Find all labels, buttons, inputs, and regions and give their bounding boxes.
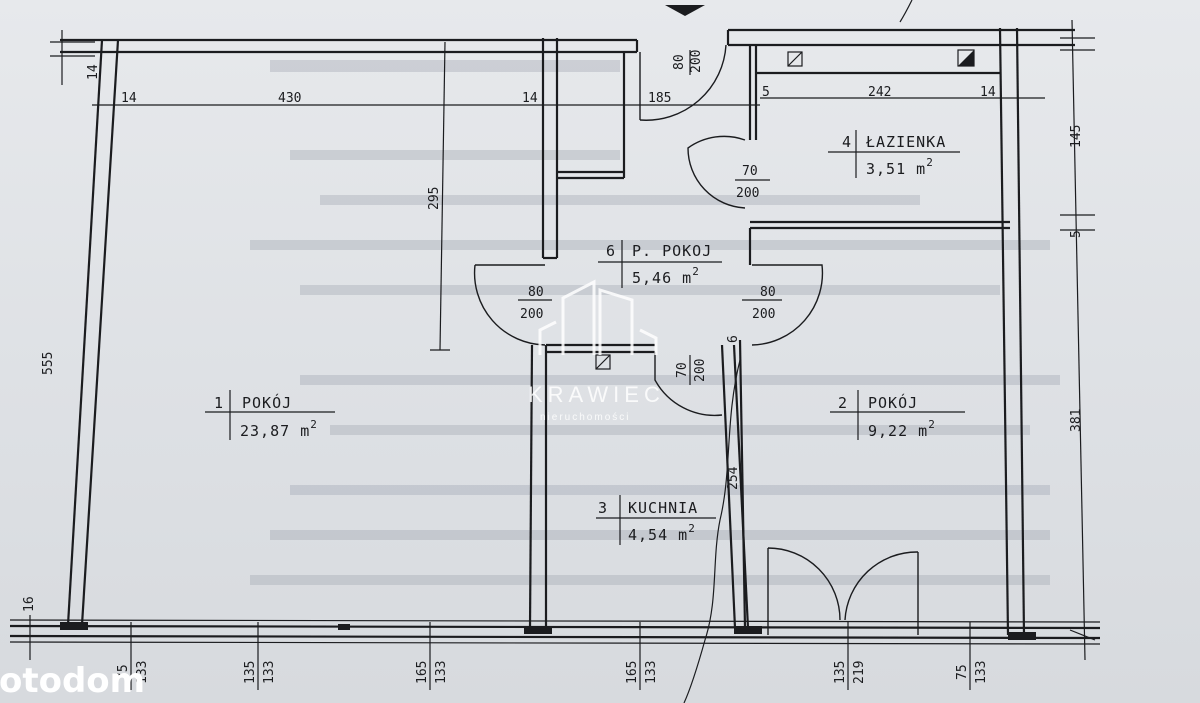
svg-text:200: 200 [520,307,543,322]
svg-text:185: 185 [648,91,671,106]
svg-text:80: 80 [672,54,687,70]
room-label-3: 3 KUCHNIA 4,54 m2 [598,499,698,544]
svg-text:75: 75 [116,664,131,680]
svg-text:70: 70 [675,362,690,378]
svg-text:135: 135 [243,661,258,684]
walls [9,27,1101,645]
svg-text:23,87 m2: 23,87 m2 [240,418,318,440]
room-label-6: 6 P. POKOJ 5,46 m2 [606,242,712,287]
svg-text:14: 14 [980,85,996,100]
svg-text:POKÓJ: POKÓJ [868,393,918,412]
door-labels: 80 200 70 200 80 200 80 200 70 200 [520,50,776,382]
svg-text:16: 16 [22,596,37,612]
svg-text:133: 133 [974,661,989,684]
svg-text:200: 200 [736,186,759,201]
agency-watermark: KRAWIEC nieruchomości [528,279,665,423]
background-text-traces [250,60,1060,585]
room-label-4: 4 ŁAZIENKA 3,51 m2 [842,133,946,178]
svg-text:200: 200 [752,307,775,322]
svg-text:381: 381 [1069,409,1084,432]
svg-text:219: 219 [852,661,867,684]
svg-text:5: 5 [1069,230,1084,238]
svg-text:133: 133 [434,661,449,684]
svg-text:242: 242 [868,85,891,100]
svg-text:200: 200 [689,50,704,73]
svg-text:80: 80 [528,285,544,300]
svg-text:KRAWIEC: KRAWIEC [528,382,665,407]
room-label-2: 2 POKÓJ 9,22 m2 [838,393,936,440]
svg-text:9,22 m2: 9,22 m2 [868,418,936,440]
svg-text:80: 80 [760,285,776,300]
svg-text:75: 75 [955,664,970,680]
svg-text:5: 5 [762,85,770,100]
svg-text:3,51 m2: 3,51 m2 [866,156,934,178]
door-swings [473,44,919,635]
building-logo-icon [538,279,658,355]
svg-text:P. POKOJ: P. POKOJ [632,242,712,260]
handdrawn-mark [899,0,913,23]
vent-shafts [595,49,975,370]
svg-text:165: 165 [415,661,430,684]
svg-text:ŁAZIENKA: ŁAZIENKA [865,133,946,151]
svg-text:POKÓJ: POKÓJ [242,393,292,412]
north-arrow-icon [665,5,705,16]
svg-text:70: 70 [742,164,758,179]
svg-text:133: 133 [262,661,277,684]
wall-posts [60,622,1036,640]
svg-text:200: 200 [693,359,708,382]
svg-text:14: 14 [522,91,538,106]
svg-text:otodom: otodom [0,661,145,701]
svg-text:145: 145 [1069,125,1084,148]
svg-text:KUCHNIA: KUCHNIA [628,499,698,517]
window-labels: 75 133 135 133 165 133 165 133 135 219 7… [116,661,989,684]
svg-text:295: 295 [427,187,442,210]
svg-text:430: 430 [278,91,301,106]
svg-text:4: 4 [842,133,852,151]
svg-text:135: 135 [833,661,848,684]
svg-text:14: 14 [86,64,101,80]
svg-text:4,54 m2: 4,54 m2 [628,522,696,544]
svg-text:133: 133 [135,661,150,684]
svg-text:6: 6 [726,335,741,343]
svg-text:1: 1 [214,394,224,412]
svg-text:3: 3 [598,499,608,517]
room-label-1: 1 POKÓJ 23,87 m2 [214,393,318,440]
svg-text:165: 165 [625,661,640,684]
svg-text:254: 254 [726,466,741,490]
svg-text:6: 6 [606,242,616,260]
svg-text:nieruchomości: nieruchomości [540,412,630,423]
handdrawn-line [683,359,741,703]
svg-text:555: 555 [41,352,56,375]
svg-text:133: 133 [644,661,659,684]
otodom-logo: otodom [0,661,145,701]
svg-text:5,46 m2: 5,46 m2 [632,265,700,287]
dimension-lines [29,19,1096,690]
svg-text:14: 14 [121,91,137,106]
svg-text:2: 2 [838,394,848,412]
dimension-labels: 14 14 430 14 185 5 242 14 145 5 295 555 … [22,64,1084,612]
